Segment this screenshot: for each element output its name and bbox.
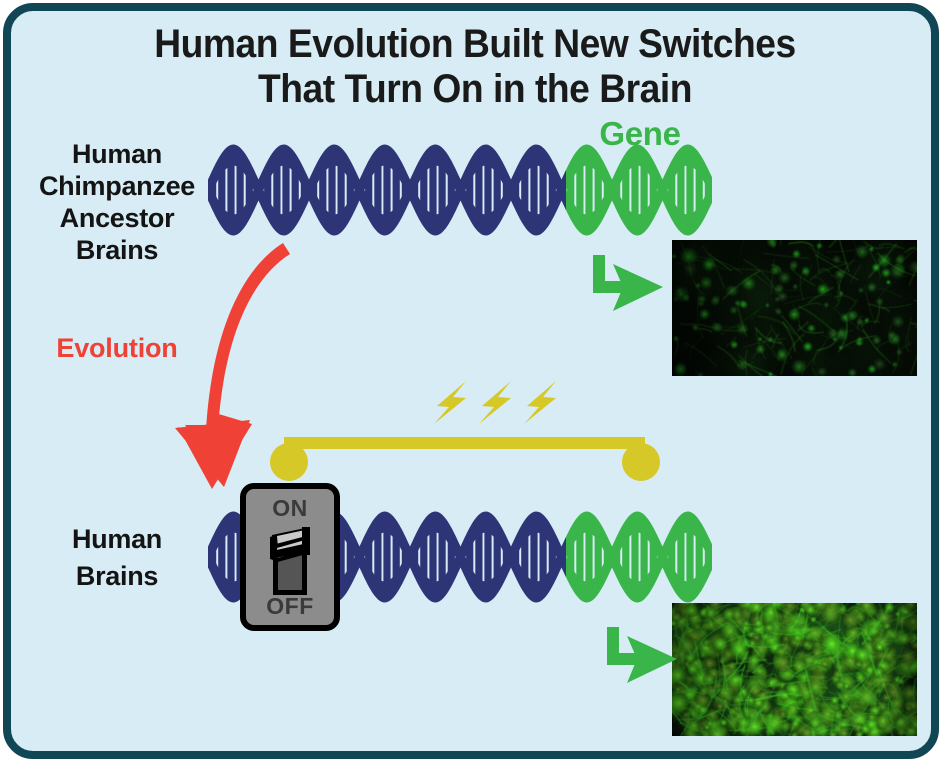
label-human-brains: Human Brains [22, 521, 212, 595]
label-ancestor-brains: Human Chimpanzee Ancestor Brains [22, 138, 212, 266]
micrograph-low-expression [672, 240, 917, 376]
label-ancestor-line-3: Ancestor [59, 203, 175, 233]
gene-switch-toggle[interactable]: ON OFF [240, 483, 340, 631]
label-ancestor-line-2: Chimpanzee [38, 171, 196, 201]
label-human-line-1: Human [71, 524, 162, 554]
switch-off-label: OFF [266, 593, 314, 619]
switch-lever-icon[interactable] [264, 521, 316, 599]
label-ancestor-line-1: Human [71, 139, 162, 169]
switch-on-label: ON [272, 495, 308, 521]
title-line-1: Human Evolution Built New Switches [154, 22, 796, 66]
label-ancestor-line-4: Brains [75, 235, 159, 265]
figure-title: Human Evolution Built New Switches That … [89, 22, 861, 112]
label-evolution: Evolution [56, 333, 178, 363]
label-gene: Gene [599, 115, 681, 152]
title-line-2: That Turn On in the Brain [257, 67, 693, 111]
micrograph-high-expression [672, 603, 917, 736]
label-human-line-2: Brains [75, 561, 159, 591]
